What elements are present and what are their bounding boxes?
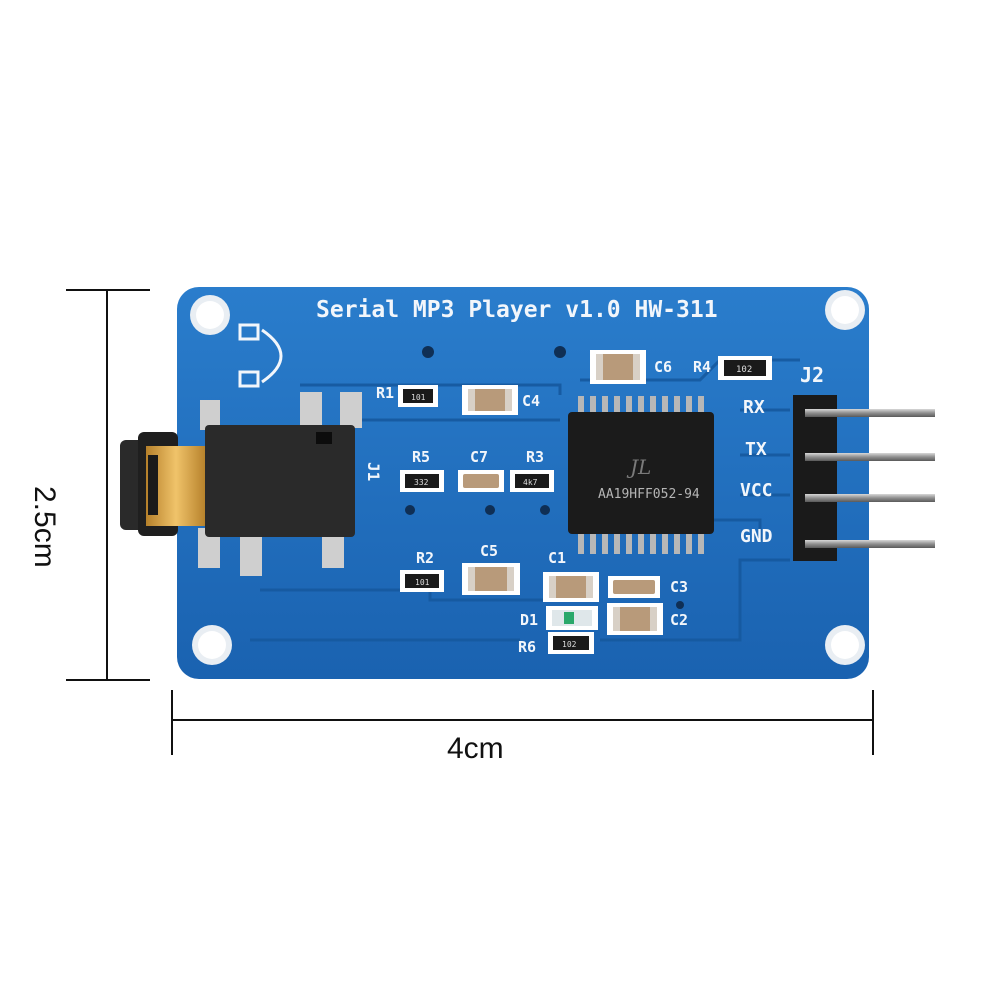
pin-label-rx: RX bbox=[743, 397, 765, 418]
svg-text:102: 102 bbox=[562, 640, 577, 649]
component-labels: R1 C4 C6 R4 R5 C7 R3 R2 C5 C1 C3 C2 D1 R… bbox=[376, 358, 711, 656]
pin-labels: RX TX VCC GND bbox=[740, 397, 773, 547]
width-dimension-label: 4cm bbox=[447, 732, 504, 765]
connector-label: J2 bbox=[800, 363, 824, 387]
resistor-r5: 332 bbox=[400, 470, 444, 492]
label-c5: C5 bbox=[480, 542, 498, 560]
height-dimension-label: 2.5cm bbox=[28, 486, 61, 568]
svg-text:101: 101 bbox=[415, 578, 430, 587]
label-c6: C6 bbox=[654, 358, 672, 376]
pin-rx bbox=[805, 409, 935, 417]
label-r2: R2 bbox=[416, 549, 434, 567]
label-c1: C1 bbox=[548, 549, 566, 567]
svg-text:4k7: 4k7 bbox=[523, 478, 538, 487]
pin-label-tx: TX bbox=[745, 439, 767, 460]
label-d1: D1 bbox=[520, 611, 538, 629]
pin-label-gnd: GND bbox=[740, 526, 773, 547]
mp3-decoder-chip: JL AA19HFF052-94 bbox=[568, 396, 714, 554]
capacitor-c2 bbox=[607, 603, 663, 635]
resistor-r4: 102 bbox=[718, 356, 772, 380]
label-j1: J1 bbox=[364, 462, 383, 481]
resistors: 101 332 4k7 101 102 102 bbox=[398, 356, 772, 654]
label-r1: R1 bbox=[376, 384, 394, 402]
speaker-icon bbox=[238, 323, 283, 388]
label-c4: C4 bbox=[522, 392, 540, 410]
capacitor-c6 bbox=[590, 350, 646, 384]
label-r6: R6 bbox=[518, 638, 536, 656]
label-c2: C2 bbox=[670, 611, 688, 629]
label-r5: R5 bbox=[412, 448, 430, 466]
led-d1 bbox=[546, 606, 598, 630]
board-title: Serial MP3 Player v1.0 HW-311 bbox=[316, 297, 718, 323]
header-pins-j2 bbox=[793, 395, 935, 561]
chip-marking: AA19HFF052-94 bbox=[598, 487, 700, 502]
resistor-r1: 101 bbox=[398, 385, 438, 407]
svg-text:101: 101 bbox=[411, 393, 426, 402]
capacitors bbox=[458, 350, 663, 635]
audio-jack bbox=[120, 392, 362, 576]
pin-label-vcc: VCC bbox=[740, 480, 773, 501]
label-r3: R3 bbox=[526, 448, 544, 466]
capacitor-c7 bbox=[458, 470, 504, 492]
pin-tx bbox=[805, 453, 935, 461]
label-r4: R4 bbox=[693, 358, 711, 376]
dimension-lines bbox=[66, 289, 874, 755]
svg-text:102: 102 bbox=[736, 365, 752, 375]
pin-gnd bbox=[805, 540, 935, 548]
capacitor-c4 bbox=[462, 385, 518, 415]
chip-logo: JL bbox=[626, 455, 651, 479]
label-c7: C7 bbox=[470, 448, 488, 466]
pin-vcc bbox=[805, 494, 935, 502]
resistor-r6: 102 bbox=[548, 632, 594, 654]
resistor-r2: 101 bbox=[400, 570, 444, 592]
capacitor-c1 bbox=[543, 572, 599, 602]
capacitor-c3 bbox=[608, 576, 660, 598]
label-c3: C3 bbox=[670, 578, 688, 596]
capacitor-c5 bbox=[462, 563, 520, 595]
svg-text:332: 332 bbox=[414, 478, 429, 487]
resistor-r3: 4k7 bbox=[510, 470, 554, 492]
